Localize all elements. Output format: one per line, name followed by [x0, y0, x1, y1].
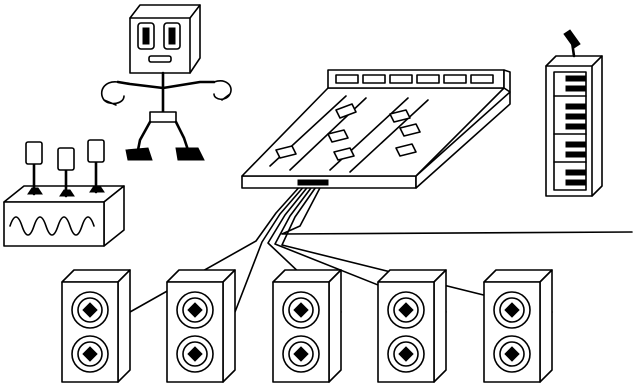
- keytar-black-keys: [565, 75, 587, 186]
- robot-right-arm: [161, 80, 216, 90]
- robot-icon: [100, 4, 232, 161]
- mixer-base-front: [241, 175, 417, 189]
- mixer-meters: [335, 74, 494, 84]
- speaker-row: [61, 269, 553, 383]
- mixer-fader-6: [399, 123, 421, 137]
- synthesizer-icon: [3, 139, 125, 247]
- synth-knob-2: [57, 147, 75, 171]
- mixer-fader-1: [275, 145, 297, 159]
- synth-waveform: [9, 216, 95, 236]
- robot-right-leg: [174, 120, 190, 152]
- robot-right-foot: [175, 147, 205, 161]
- speaker-cabinet-5: [483, 269, 553, 383]
- keytar-icon: [545, 29, 603, 197]
- mixer-output-port: [297, 179, 329, 186]
- mixer-fader-7: [395, 143, 417, 157]
- robot-left-arm: [116, 80, 165, 90]
- robot-left-foot: [125, 147, 153, 161]
- synth-knob-3: [87, 139, 105, 163]
- robot-left-leg: [136, 120, 152, 152]
- mixer-fader-4: [333, 147, 355, 161]
- mixer-fader-5: [389, 109, 411, 123]
- mixer-fader-3: [327, 129, 349, 143]
- speaker-cabinet-1: [61, 269, 131, 383]
- mixer-fader-2: [335, 103, 357, 119]
- synth-knob-1: [25, 141, 43, 165]
- mixing-console-icon: [241, 69, 511, 189]
- mixer-base-side: [415, 91, 511, 189]
- robot-mouth: [148, 55, 172, 63]
- speaker-cabinet-4: [377, 269, 447, 383]
- speaker-cabinet-3: [272, 269, 342, 383]
- speaker-cabinet-2: [166, 269, 236, 383]
- synth-front: [3, 201, 105, 247]
